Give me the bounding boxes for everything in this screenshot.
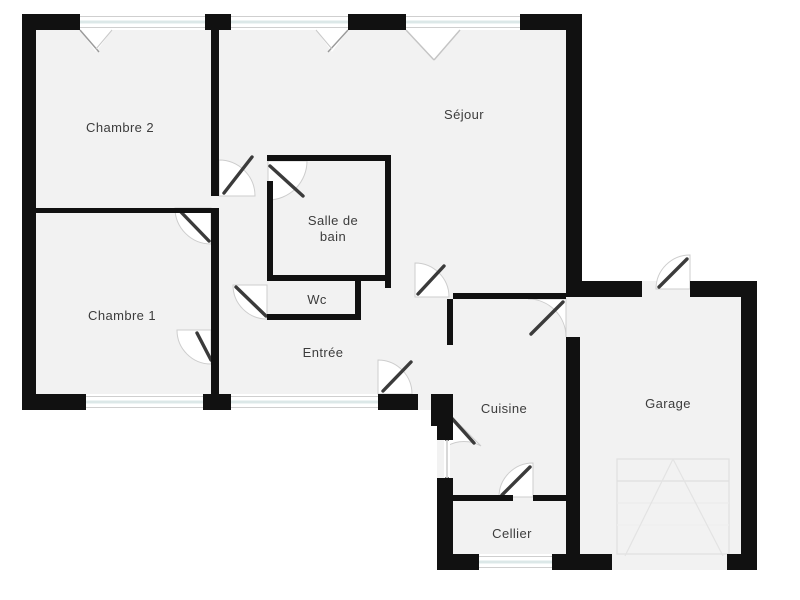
wall-sdb-bottom	[267, 275, 391, 281]
wall-sdb-right	[385, 155, 391, 288]
stub-bottom-left	[22, 394, 86, 410]
door-bottom-entree-leaf	[381, 360, 413, 393]
stub-top-sejour-left	[348, 14, 406, 30]
door-sejour-french-leaf-left	[405, 29, 435, 61]
door-sejour-french-leaf-right	[433, 29, 461, 61]
stub-wing-lower	[437, 478, 453, 554]
stub-garage-top-left	[566, 281, 642, 297]
stub-bottom-wing-l	[437, 554, 479, 570]
stub-garage-top-right	[690, 281, 757, 297]
door-chambre1-lower[interactable]	[176, 329, 213, 365]
door-chambre2-entree-leaf	[222, 155, 254, 195]
stub-top-sejour-right	[520, 14, 582, 30]
floor-slab-service-wing	[437, 281, 757, 570]
door-garage-pedestrian[interactable]	[655, 254, 691, 290]
door-chambre1-upper-leaf	[178, 209, 211, 243]
wall-chambre-entree	[211, 208, 219, 410]
stub-bottom-right	[378, 394, 418, 410]
wall-wc-bottom	[267, 314, 361, 320]
wall-chambre-divider	[33, 208, 219, 213]
door-cellier-leaf	[500, 465, 532, 497]
door-garage-pedestrian-leaf	[657, 257, 689, 289]
wall-right-garage-solid	[741, 281, 757, 570]
room-label-cuisine: Cuisine	[480, 400, 528, 416]
door-sdb-entree-leaf	[268, 164, 305, 198]
wall-left-main-solid	[22, 14, 36, 410]
doors-group	[79, 29, 691, 498]
fixtures-group	[444, 439, 730, 557]
door-entree-cuisine[interactable]	[414, 262, 450, 298]
room-label-salle-de-bain: Salle de bain	[307, 212, 359, 244]
room-label-sejour: Séjour	[444, 106, 484, 122]
door-chambre2-top-left-arc	[95, 29, 113, 50]
door-chambre2-entree[interactable]	[218, 155, 256, 197]
door-cellier[interactable]	[498, 462, 534, 498]
door-sejour-french[interactable]	[405, 29, 461, 61]
wall-right-sejour-solid	[566, 14, 582, 295]
door-chambre2-top-left-swing	[80, 30, 112, 52]
room-label-chambre-2: Chambre 2	[86, 119, 154, 135]
door-entree-cuisine-leaf	[416, 264, 446, 296]
door-cuisine-sejour-leaf	[529, 300, 565, 336]
floor-slabs-group	[22, 14, 757, 570]
wall-garage-cuisine	[566, 337, 580, 554]
door-cuisine-sejour[interactable]	[527, 298, 567, 338]
windows-group	[80, 14, 552, 570]
door-sejour-top-left-arc	[315, 29, 333, 50]
stub-bottom-wing-m	[552, 554, 612, 570]
door-chambre1-lower-swing	[176, 329, 212, 365]
wall-cellier-top-2	[533, 495, 566, 501]
room-label-chambre-1: Chambre 1	[88, 307, 156, 323]
wall-sdb-left	[267, 181, 273, 277]
wall-chambre2-sejour	[211, 14, 219, 196]
stub-bottom-wing-r	[727, 554, 757, 570]
door-sejour-french-swing	[406, 30, 460, 60]
wall-cellier-top	[453, 495, 513, 501]
door-wc[interactable]	[232, 284, 268, 320]
wall-wc-right	[355, 277, 361, 319]
door-sdb-entree[interactable]	[267, 160, 308, 201]
door-chambre2-top-left[interactable]	[79, 29, 113, 53]
stub-wing-corner	[431, 394, 453, 426]
door-chambre1-lower-leaf	[195, 331, 213, 362]
wall-cuisine-left-up	[447, 299, 453, 345]
stub-top-chambre2	[22, 14, 80, 30]
interior-walls-group	[33, 14, 580, 554]
cuisine-passage-gap	[444, 439, 450, 479]
garage-sectional-door-swing-triangle	[624, 458, 724, 557]
room-label-entree: Entrée	[302, 344, 344, 360]
door-sejour-top-left-swing	[316, 30, 348, 52]
stub-top-mid	[205, 14, 231, 30]
garage-sectional-door	[616, 458, 730, 557]
door-wc-leaf	[234, 285, 268, 318]
room-label-wc: Wc	[307, 291, 327, 307]
room-label-cellier: Cellier	[492, 525, 532, 541]
door-sejour-top-left[interactable]	[315, 29, 349, 53]
stub-bottom-mid	[203, 394, 231, 410]
room-label-garage: Garage	[645, 395, 691, 411]
wall-sdb-top	[267, 155, 391, 161]
door-chambre2-top-left-leaf	[79, 29, 100, 53]
door-bottom-entree[interactable]	[377, 359, 413, 395]
wall-entree-cuisine-h	[453, 293, 566, 299]
wall-stubs-group	[22, 14, 757, 570]
